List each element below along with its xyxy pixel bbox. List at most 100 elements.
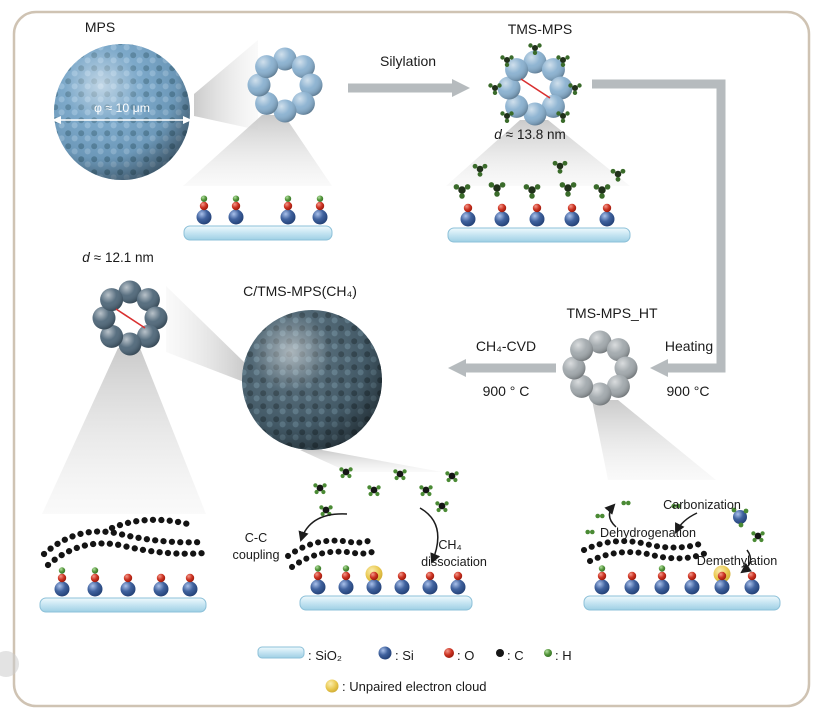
tms-group bbox=[593, 184, 611, 199]
si-o-group bbox=[338, 571, 354, 595]
legend-h-label: : H bbox=[555, 648, 572, 663]
tms-mps-label: TMS-MPS bbox=[508, 21, 573, 37]
tms-group bbox=[523, 184, 541, 199]
si-o-group bbox=[744, 571, 760, 595]
h-atom bbox=[314, 565, 322, 572]
h-atom bbox=[342, 565, 350, 572]
h2-molecule bbox=[595, 513, 605, 519]
si-o-group bbox=[310, 571, 326, 595]
h2-molecule bbox=[585, 529, 595, 535]
si-o-group bbox=[422, 571, 438, 595]
zoom-cone-mps-surface bbox=[183, 115, 332, 186]
ch4-molecule bbox=[435, 501, 449, 513]
ch4-molecule bbox=[445, 471, 459, 483]
si-o-group bbox=[599, 203, 615, 227]
demethylation-arrow bbox=[740, 549, 752, 574]
cc-coupling-arrow bbox=[298, 513, 348, 542]
carbon-pore-cluster bbox=[93, 281, 168, 356]
page-artifact bbox=[0, 651, 19, 677]
ch4-dissociation-arrow bbox=[419, 507, 441, 564]
sio2-slab bbox=[583, 595, 781, 611]
dehydrogenation-label: Dehydrogenation bbox=[600, 526, 696, 540]
cvd-temp-label: 900 ° C bbox=[483, 383, 530, 399]
graphene-sheet-row bbox=[44, 540, 208, 569]
legend-o-label: : O bbox=[457, 648, 474, 663]
legend-sio2-icon bbox=[257, 646, 305, 659]
dehydrogenation-arrow bbox=[604, 503, 617, 528]
diameter-label: φ ≈ 10 μm bbox=[94, 101, 150, 115]
h-atom bbox=[91, 567, 99, 574]
tms-group bbox=[453, 184, 471, 199]
mps-pore-cluster bbox=[248, 48, 323, 123]
tms-surface-schematic bbox=[447, 160, 631, 243]
carbonization-label: Carbonization bbox=[663, 498, 741, 512]
si-o-group bbox=[120, 573, 136, 597]
h-atom bbox=[658, 565, 666, 572]
legend-c-icon bbox=[496, 649, 504, 657]
silanol-group bbox=[280, 195, 296, 225]
tms-group bbox=[559, 182, 577, 197]
diameter-arrow-right bbox=[183, 116, 192, 124]
sio2-slab bbox=[447, 227, 631, 243]
ch4-molecule bbox=[313, 483, 327, 495]
h-atom bbox=[58, 567, 66, 574]
h-atom bbox=[598, 565, 606, 572]
cc-coupling-label-2: coupling bbox=[233, 548, 280, 562]
cc-coupling-label-1: C-C bbox=[245, 531, 267, 545]
heating-label: Heating bbox=[665, 338, 713, 354]
tms-mps-ht-pore-cluster bbox=[563, 331, 638, 406]
pore-diameter-line bbox=[115, 308, 146, 329]
carbon-chain-row bbox=[581, 538, 709, 553]
graphene-sheet-row bbox=[289, 547, 381, 570]
si-o-group bbox=[654, 571, 670, 595]
ch4-dissociation-label-1: CH₄ bbox=[438, 538, 461, 552]
graphene-sheet-row bbox=[108, 516, 192, 532]
ch4-molecule bbox=[419, 485, 433, 497]
si-o-group bbox=[494, 203, 510, 227]
silylation-label: Silylation bbox=[380, 53, 436, 69]
legend-unpaired-label: : Unpaired electron cloud bbox=[342, 679, 487, 694]
d121-label: d≈ 12.1 nm bbox=[82, 250, 153, 265]
legend: : SiO₂ : Si : O : C : H : Unpaired elect… bbox=[257, 646, 572, 694]
legend-h-icon bbox=[544, 649, 552, 657]
si-o-group bbox=[529, 203, 545, 227]
silanol-group bbox=[228, 195, 244, 225]
si-o-group bbox=[182, 573, 198, 597]
carbonization-arrow bbox=[675, 512, 698, 534]
tms-group bbox=[500, 111, 514, 123]
mps-label: MPS bbox=[85, 19, 115, 35]
si-o-group bbox=[684, 571, 700, 595]
cvd-growth-schematic bbox=[285, 467, 473, 611]
carbon-chain-row bbox=[587, 549, 711, 564]
figure-border bbox=[12, 10, 811, 708]
zoom-cone-cvd-surface bbox=[300, 450, 442, 472]
ch4-molecule bbox=[339, 467, 353, 479]
si-o-group bbox=[460, 203, 476, 227]
si-o-group bbox=[594, 571, 610, 595]
sio2-slab bbox=[39, 597, 207, 613]
cvd-label: CH₄-CVD bbox=[476, 338, 536, 354]
h2-molecule bbox=[621, 500, 631, 506]
ch4-molecule bbox=[367, 485, 381, 497]
si-o-group bbox=[54, 573, 70, 597]
heating-route-arrow bbox=[592, 79, 726, 377]
sio2-slab bbox=[299, 595, 473, 611]
carbon-coated-sphere bbox=[242, 310, 382, 450]
diameter-arrow-left bbox=[52, 116, 61, 124]
tms-group bbox=[556, 111, 570, 123]
pore-diameter-line bbox=[520, 78, 551, 99]
silanol-surface-schematic bbox=[183, 195, 333, 241]
tms-group bbox=[488, 182, 506, 197]
demethylation-label: Demethylation bbox=[697, 554, 778, 568]
legend-si-icon bbox=[378, 646, 392, 660]
heating-temp-label: 900 °C bbox=[667, 383, 710, 399]
ch4-molecule bbox=[751, 531, 765, 543]
ch4-dissociation-label-2: dissociation bbox=[421, 555, 487, 569]
mps-sphere bbox=[52, 44, 192, 180]
heat-treatment-schematic bbox=[581, 500, 781, 611]
si-o-group bbox=[394, 571, 410, 595]
silanol-group bbox=[312, 195, 328, 225]
tms-mps-ht-label: TMS-MPS_HT bbox=[567, 305, 658, 321]
si-o-group bbox=[624, 571, 640, 595]
